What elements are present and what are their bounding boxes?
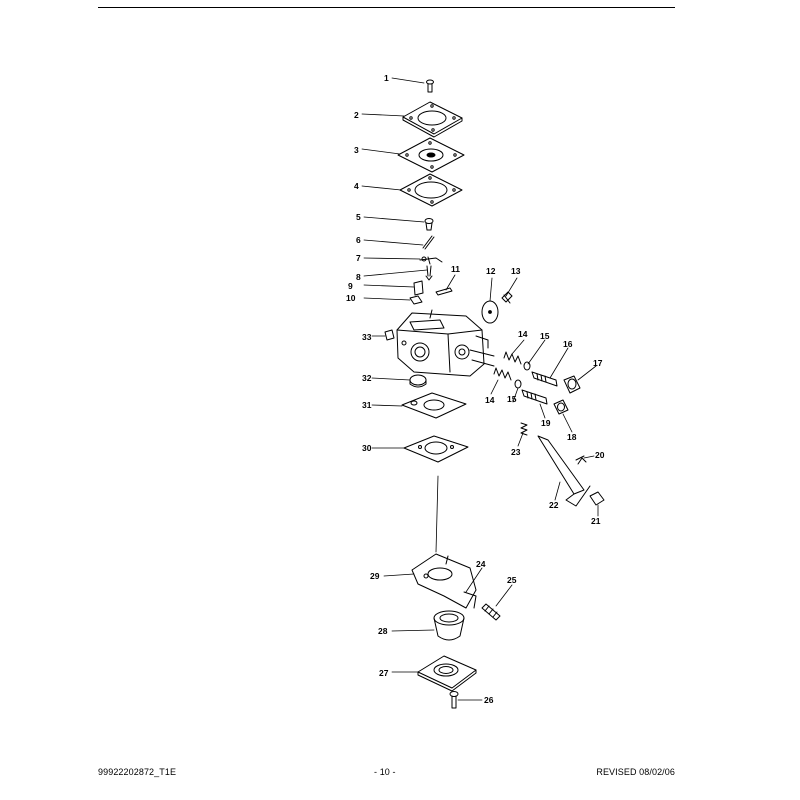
part-30-gasket bbox=[403, 435, 469, 463]
part-10-screw bbox=[409, 295, 423, 305]
callout-26: 26 bbox=[484, 695, 494, 705]
part-7-metering-lever bbox=[419, 256, 443, 265]
callout-15-lower: 15 bbox=[507, 394, 517, 404]
callout-8: 8 bbox=[356, 272, 361, 282]
part-1-screw bbox=[426, 79, 434, 93]
part-16-needle bbox=[531, 371, 558, 387]
part-18-cap bbox=[553, 399, 569, 415]
part-25-screw bbox=[481, 603, 501, 621]
callout-29: 29 bbox=[370, 571, 380, 581]
callout-14-lower: 14 bbox=[485, 395, 495, 405]
callout-28: 28 bbox=[378, 626, 388, 636]
callout-12: 12 bbox=[486, 266, 496, 276]
callout-21: 21 bbox=[591, 516, 601, 526]
callout-2: 2 bbox=[354, 110, 359, 120]
part-3-pump-diaphragm bbox=[397, 137, 465, 173]
part-14-spring-lower bbox=[493, 367, 512, 381]
callout-22: 22 bbox=[549, 500, 559, 510]
footer-page-number: - 10 - bbox=[374, 767, 396, 777]
callout-19: 19 bbox=[541, 418, 551, 428]
part-31-gasket bbox=[401, 392, 467, 419]
part-22-throttle-shaft bbox=[537, 435, 591, 507]
callout-24: 24 bbox=[476, 559, 486, 569]
part-20-screw bbox=[575, 455, 585, 461]
part-12-disc bbox=[481, 300, 499, 324]
part-9-ring bbox=[413, 280, 424, 296]
part-15-oring-upper bbox=[523, 361, 531, 371]
header-rule bbox=[98, 7, 675, 8]
part-11-pin bbox=[435, 287, 453, 296]
part-21-nut bbox=[589, 491, 605, 506]
part-32-plug bbox=[409, 374, 427, 388]
callout-32: 32 bbox=[362, 373, 372, 383]
callout-17: 17 bbox=[593, 358, 603, 368]
part-5-screen bbox=[424, 218, 434, 231]
callout-labels: 1 2 3 4 5 6 7 8 9 10 11 12 13 14 15 16 1… bbox=[346, 73, 605, 705]
footer-doc-number: 99922202872_T1E bbox=[98, 767, 177, 777]
part-13-screw bbox=[501, 291, 513, 304]
part-27-cover bbox=[417, 655, 477, 692]
callout-11: 11 bbox=[451, 264, 460, 274]
part-4-gasket bbox=[399, 173, 463, 207]
part-15-oring-lower bbox=[514, 379, 522, 389]
part-2-pump-cover bbox=[402, 101, 463, 138]
callout-14-upper: 14 bbox=[518, 329, 528, 339]
callout-4: 4 bbox=[354, 181, 359, 191]
part-8-needle bbox=[425, 265, 433, 281]
callout-7: 7 bbox=[356, 253, 361, 263]
callout-5: 5 bbox=[356, 212, 361, 222]
callout-9: 9 bbox=[348, 281, 353, 291]
callout-27: 27 bbox=[379, 668, 389, 678]
callout-15-upper: 15 bbox=[540, 331, 550, 341]
callout-18: 18 bbox=[567, 432, 577, 442]
callout-33: 33 bbox=[362, 332, 372, 342]
callout-25: 25 bbox=[507, 575, 517, 585]
part-26-screw bbox=[449, 691, 459, 709]
callout-10: 10 bbox=[346, 293, 356, 303]
part-body-carburetor bbox=[396, 309, 495, 377]
callout-23: 23 bbox=[511, 447, 521, 457]
part-28-cup bbox=[433, 610, 465, 641]
callout-13: 13 bbox=[511, 266, 521, 276]
footer-revision: REVISED 08/02/06 bbox=[596, 767, 675, 777]
part-29-metering-body bbox=[411, 553, 477, 609]
callout-31: 31 bbox=[362, 400, 372, 410]
part-23-spring bbox=[520, 422, 528, 436]
part-17-cap bbox=[563, 375, 581, 394]
callout-1: 1 bbox=[384, 73, 389, 83]
part-33-plug bbox=[384, 329, 395, 341]
part-6-pin bbox=[422, 235, 435, 250]
callout-3: 3 bbox=[354, 145, 359, 155]
callout-30: 30 bbox=[362, 443, 372, 453]
callout-16: 16 bbox=[563, 339, 573, 349]
part-19-needle bbox=[521, 389, 548, 405]
callout-6: 6 bbox=[356, 235, 361, 245]
leader-lines bbox=[361, 77, 599, 701]
callout-20: 20 bbox=[595, 450, 605, 460]
